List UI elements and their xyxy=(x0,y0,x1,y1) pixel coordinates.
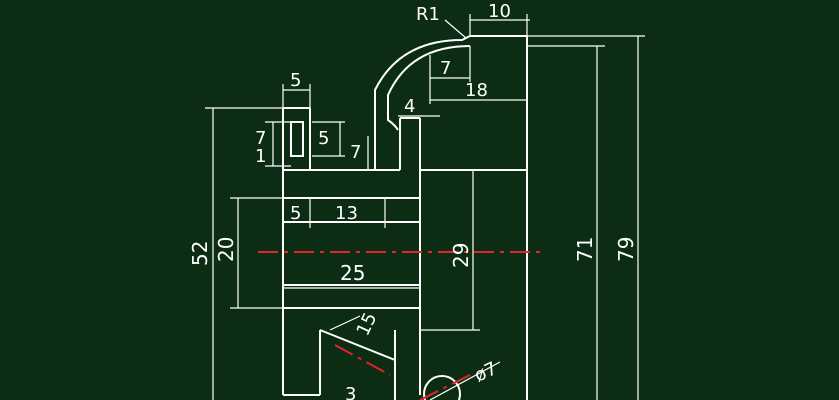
label-3-bottom: 3 xyxy=(345,384,356,400)
label-13: 13 xyxy=(335,203,358,224)
label-79: 79 xyxy=(614,237,638,262)
label-r1: R1 xyxy=(416,4,440,25)
label-5-top: 5 xyxy=(290,70,301,91)
label-18: 18 xyxy=(465,80,488,101)
label-7-top: 7 xyxy=(440,58,451,79)
dimension-lines xyxy=(205,14,645,400)
centerlines xyxy=(258,251,545,400)
label-20: 20 xyxy=(214,237,238,262)
label-15: 15 xyxy=(353,309,382,339)
label-25: 25 xyxy=(340,261,365,285)
label-71: 71 xyxy=(573,237,597,262)
label-5-small: 5 xyxy=(318,128,329,149)
label-52: 52 xyxy=(188,241,212,266)
label-1: 1 xyxy=(255,146,266,167)
label-29: 29 xyxy=(449,243,473,268)
label-4: 4 xyxy=(404,96,415,117)
label-10: 10 xyxy=(488,1,511,22)
label-phi7: ø7 xyxy=(471,358,500,387)
part-outline xyxy=(282,35,528,400)
label-7-right: 7 xyxy=(350,142,361,163)
label-5-mid: 5 xyxy=(290,203,301,224)
label-7-left: 7 xyxy=(255,128,266,149)
